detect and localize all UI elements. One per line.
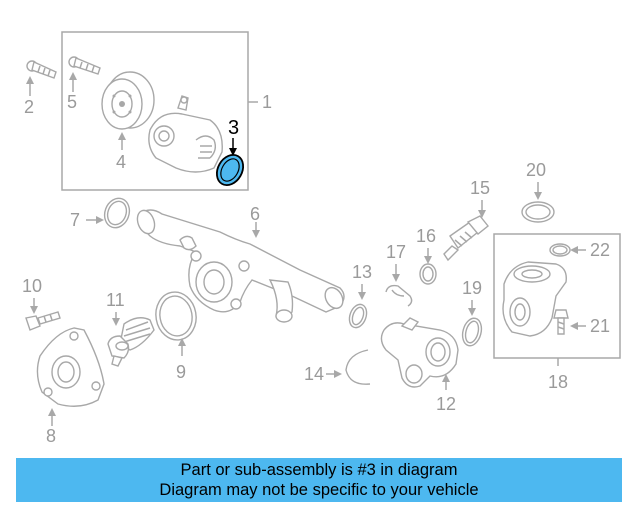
callout-17[interactable]: 17 [386, 242, 406, 262]
callout-11[interactable]: 11 [106, 290, 125, 310]
part-18-housing[interactable] [502, 261, 567, 337]
part-2-bolt[interactable] [26, 60, 57, 79]
part-4-pulley[interactable] [101, 71, 155, 130]
callout-4[interactable]: 4 [116, 152, 126, 172]
callout-3[interactable]: 3 [228, 117, 239, 139]
part-9-o-ring[interactable] [152, 289, 200, 343]
part-10-bolt[interactable] [25, 311, 61, 331]
callout-8[interactable]: 8 [46, 426, 56, 446]
info-banner: Part or sub-assembly is #3 in diagram Di… [16, 458, 622, 502]
assembly-box-1 [61, 31, 249, 191]
banner-line-1: Part or sub-assembly is #3 in diagram [180, 461, 458, 479]
callout-14[interactable]: 14 [304, 364, 324, 384]
callout-16[interactable]: 16 [416, 226, 436, 246]
callout-21[interactable]: 21 [590, 316, 610, 336]
part-12-outlet-flange[interactable] [380, 317, 459, 388]
callout-7[interactable]: 7 [70, 210, 80, 230]
callout-18[interactable]: 18 [548, 372, 568, 392]
part-17-clip[interactable] [385, 284, 413, 307]
part-6-thermostat-housing[interactable] [134, 208, 346, 323]
callout-15[interactable]: 15 [470, 178, 490, 198]
part-19-o-ring[interactable] [460, 316, 485, 348]
part-15-sensor[interactable] [443, 215, 489, 262]
part-21-bolt[interactable] [553, 309, 569, 335]
callout-1[interactable]: 1 [262, 92, 272, 112]
water-pump[interactable] [148, 95, 223, 173]
callout-19[interactable]: 19 [462, 278, 482, 298]
callout-22[interactable]: 22 [590, 240, 610, 260]
callout-20[interactable]: 20 [526, 160, 546, 180]
callout-6[interactable]: 6 [250, 204, 260, 224]
callout-5[interactable]: 5 [67, 92, 77, 112]
banner-line-2: Diagram may not be specific to your vehi… [159, 481, 479, 499]
callout-9[interactable]: 9 [176, 362, 186, 382]
part-3-gasket[interactable] [212, 150, 249, 190]
part-13-o-ring[interactable] [346, 302, 369, 330]
callout-12[interactable]: 12 [436, 394, 456, 414]
parts-diagram: 1 2 5 4 [22, 31, 621, 446]
part-5-bolt[interactable] [68, 56, 101, 75]
part-11-thermostat[interactable] [107, 317, 155, 367]
part-14-clip[interactable] [345, 349, 371, 385]
callout-13[interactable]: 13 [352, 262, 372, 282]
part-8-housing-cover[interactable] [36, 327, 105, 407]
assembly-box-18 [493, 233, 621, 359]
part-7-o-ring[interactable] [101, 195, 134, 231]
callout-10[interactable]: 10 [22, 276, 42, 296]
callout-2[interactable]: 2 [24, 97, 34, 117]
